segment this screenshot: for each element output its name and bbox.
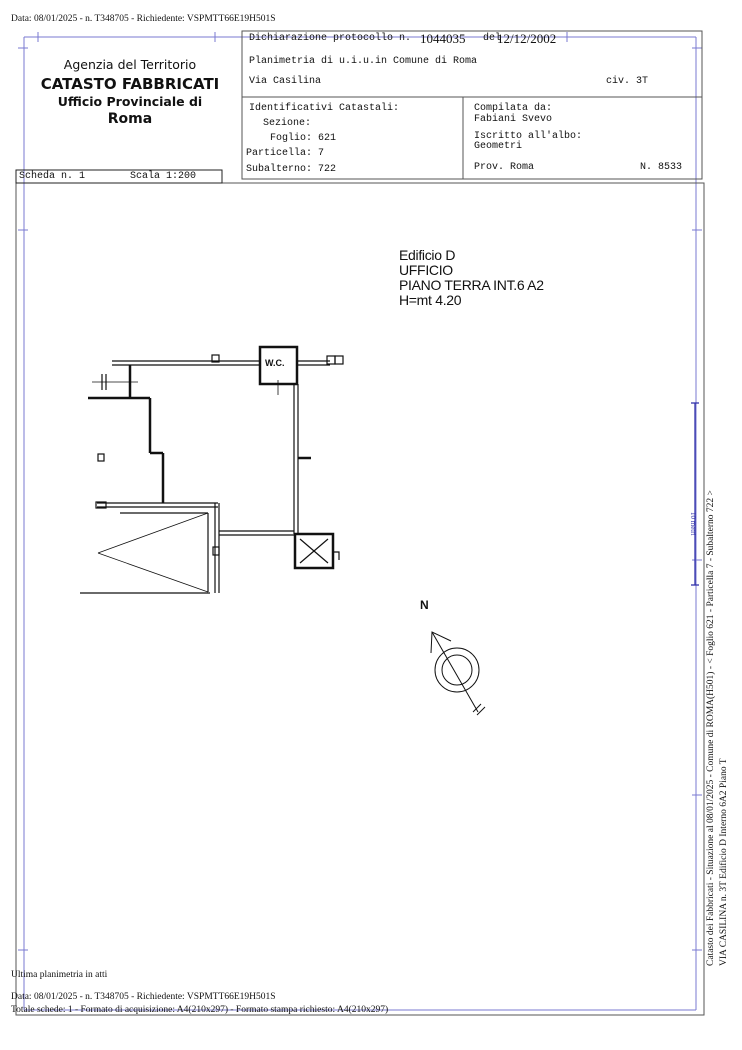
agency-office: Ufficio Provinciale di xyxy=(57,94,203,109)
planimetria-text: Planimetria di u.i.u.in Comune di Roma xyxy=(249,56,478,67)
street: Via Casilina xyxy=(249,76,322,87)
header-request-line: Data: 08/01/2025 - n. T348705 - Richiede… xyxy=(11,14,276,24)
agency-city: Roma xyxy=(107,111,153,127)
sezione: Sezione: xyxy=(263,118,312,129)
north-label: N xyxy=(420,598,429,612)
scale-bar-label: 10 metri xyxy=(689,512,697,536)
plan-title-line: PIANO TERRA INT.6 A2 xyxy=(399,277,544,293)
province: Prov. Roma xyxy=(474,162,535,173)
declaration-date-label: del xyxy=(483,33,502,44)
register-number: N. 8533 xyxy=(640,162,683,173)
agency-dept: CATASTO FABBRICATI xyxy=(40,75,220,93)
side-info-line-2: VIA CASILINA n. 3T Edificio D Interno 6A… xyxy=(719,758,729,966)
particella: Particella: 7 xyxy=(246,148,325,159)
wc-label: W.C. xyxy=(265,358,285,368)
north-arrow-icon xyxy=(430,631,486,716)
compiler-name: Fabiani Svevo xyxy=(474,114,553,125)
footer-note: Ultima planimetria in atti xyxy=(11,970,108,980)
agency-name: Agenzia del Territorio xyxy=(63,57,197,72)
declaration-label: Dichiarazione protocollo n. xyxy=(249,33,412,44)
identifiers-title: Identificativi Catastali: xyxy=(249,103,400,114)
plan-title-line: H=mt 4.20 xyxy=(399,292,462,308)
albo: Geometri xyxy=(474,141,523,152)
scheda-number: Scheda n. 1 xyxy=(19,171,86,182)
scale-bar xyxy=(691,402,699,586)
plan-title-line: UFFICIO xyxy=(399,262,453,278)
declaration-date: 12/12/2002 xyxy=(497,31,557,46)
plan-title-line: Edificio D xyxy=(399,247,456,263)
scale: Scala 1:200 xyxy=(130,171,197,182)
footer-format-line: Totale schede: 1 - Formato di acquisizio… xyxy=(11,1005,389,1015)
compiled-by-label: Compilata da: xyxy=(474,103,553,114)
subalterno: Subalterno: 722 xyxy=(246,164,337,175)
footer-request-line: Data: 08/01/2025 - n. T348705 - Richiede… xyxy=(11,992,276,1002)
albo-label: Iscritto all'albo: xyxy=(474,131,583,142)
civ-number: civ. 3T xyxy=(606,76,649,87)
plan-title: Edificio D UFFICIO PIANO TERRA INT.6 A2 … xyxy=(399,248,544,308)
side-info-line-1: Catasto dei Fabbricati - Situazione al 0… xyxy=(706,490,716,966)
foglio: Foglio: 621 xyxy=(270,133,337,144)
declaration-number: 1044035 xyxy=(420,31,466,46)
